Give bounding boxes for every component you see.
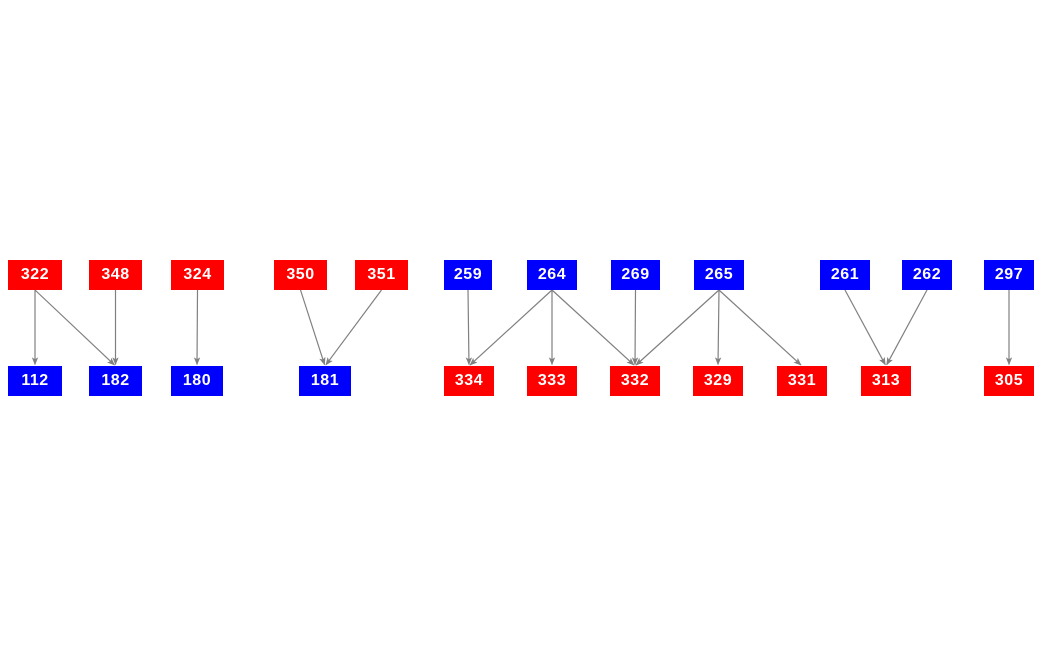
graph-edge-350-to-181: [299, 289, 326, 366]
graph-node-269[interactable]: 269: [611, 260, 660, 290]
graph-edge-262-to-313: [886, 289, 928, 366]
graph-node-265[interactable]: 265: [694, 260, 744, 290]
graph-edge-265-to-331: [718, 289, 802, 366]
graph-node-297[interactable]: 297: [984, 260, 1034, 290]
graph-edge-261-to-313: [844, 289, 886, 366]
graph-node-313[interactable]: 313: [861, 366, 911, 396]
graph-node-324[interactable]: 324: [171, 260, 224, 290]
graph-node-348[interactable]: 348: [89, 260, 142, 290]
graph-node-331[interactable]: 331: [777, 366, 827, 396]
graph-node-351[interactable]: 351: [355, 260, 408, 290]
graph-node-182[interactable]: 182: [89, 366, 142, 396]
graph-edge-264-to-334: [469, 289, 553, 366]
graph-node-329[interactable]: 329: [693, 366, 743, 396]
graph-node-350[interactable]: 350: [274, 260, 327, 290]
graph-edge-322-to-182: [34, 289, 115, 366]
graph-node-181[interactable]: 181: [299, 366, 351, 396]
graph-node-262[interactable]: 262: [902, 260, 952, 290]
graph-edge-259-to-334: [465, 289, 473, 366]
graph-node-259[interactable]: 259: [444, 260, 492, 290]
graph-node-112[interactable]: 112: [8, 366, 62, 396]
graph-edge-265-to-329: [714, 289, 722, 366]
graph-node-180[interactable]: 180: [171, 366, 223, 396]
graph-node-261[interactable]: 261: [820, 260, 870, 290]
graph-node-334[interactable]: 334: [444, 366, 494, 396]
graph-edge-265-to-332: [635, 289, 720, 366]
graph-node-322[interactable]: 322: [8, 260, 62, 290]
graph-node-332[interactable]: 332: [610, 366, 660, 396]
graph-edge-264-to-332: [551, 289, 635, 366]
graph-edge-351-to-181: [325, 289, 382, 366]
graph-node-305[interactable]: 305: [984, 366, 1034, 396]
graph-node-264[interactable]: 264: [527, 260, 577, 290]
graph-node-333[interactable]: 333: [527, 366, 577, 396]
